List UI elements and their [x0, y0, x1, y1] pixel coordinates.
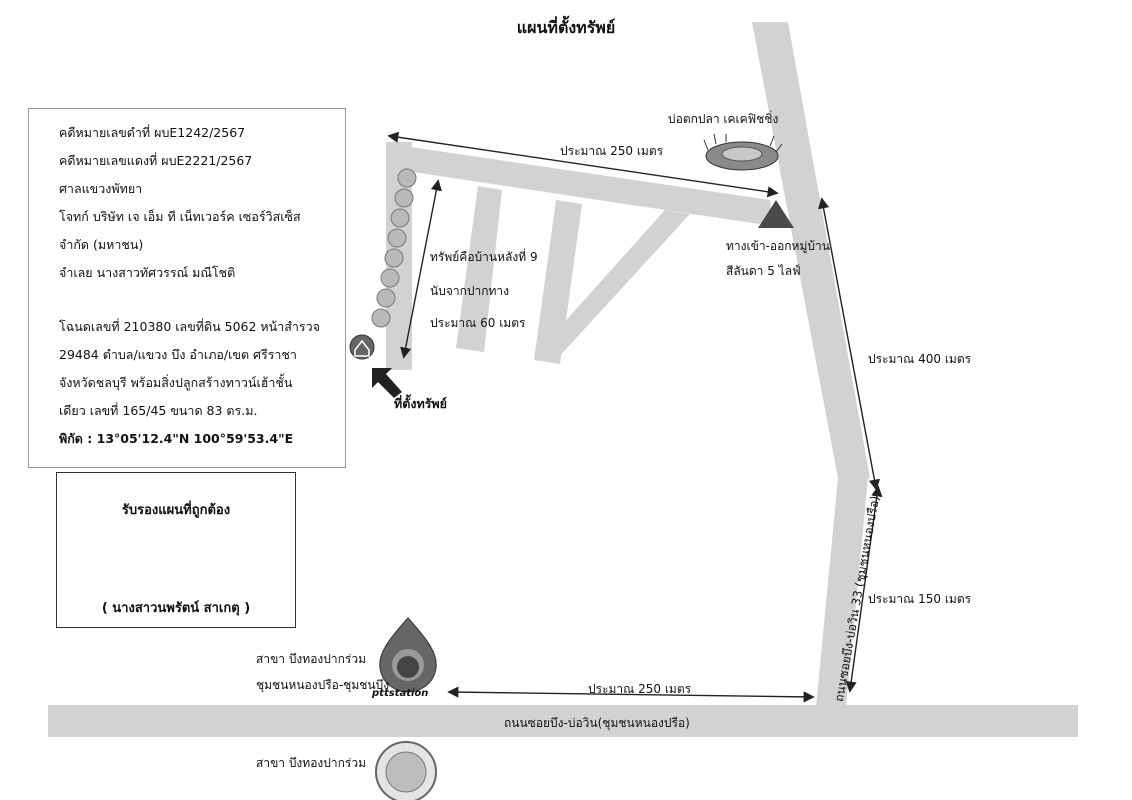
- distance-label-top: ประมาณ 250 เมตร: [560, 144, 664, 158]
- distance-label-400: ประมาณ 400 เมตร: [868, 352, 972, 366]
- property-desc-line1: ทรัพย์คือบ้านหลังที่ 9: [430, 250, 538, 264]
- main-road-label: ถนนซอยบึง-บ่อวิน(ชุมชนหนองปรือ): [504, 716, 690, 730]
- map-title: แผนที่ตั้งทรัพย์: [516, 18, 616, 37]
- distance-arrow-bottom: [447, 686, 815, 703]
- house-icon: [349, 334, 375, 360]
- village-road-mid2: [534, 200, 582, 364]
- main-road: [48, 705, 1078, 737]
- certification-box: รับรองแผนที่ถูกต้อง ( นางสาวนพรัตน์ สาเก…: [56, 472, 296, 628]
- ptt-logo-icon: [379, 617, 437, 693]
- distance-arrow-400: [818, 197, 880, 491]
- location-arrow-icon: [372, 368, 402, 398]
- village-entrance-line2: สีลันดา 5 ไลฟ์: [726, 264, 801, 278]
- info-line: คดีหมายเลขดำที่ ผบE1242/2567: [59, 125, 246, 140]
- fishing-pond-icon: [703, 133, 783, 171]
- deed-line: เดียว เลขที่ 165/45 ขนาด 83 ตร.ม.: [59, 403, 258, 418]
- ptt-branch-line1: สาขา บึงทองปากร่วม: [256, 652, 366, 666]
- distance-label-bottom: ประมาณ 250 เมตร: [588, 682, 692, 696]
- fishing-pond-label: บ่อตกปลา เคเคฟิชชิ่ง: [668, 112, 779, 126]
- certification-title: รับรองแผนที่ถูกต้อง: [121, 503, 231, 518]
- distance-arrow-property: [400, 179, 442, 359]
- village-entrance-line1: ทางเข้า-ออกหมู่บ้าน: [726, 239, 830, 253]
- coordinates: พิกัด : 13°05'12.4"N 100°59'53.4"E: [59, 431, 294, 446]
- certifier-name: ( นางสาวนพรัตน์ สาเกตุ ): [101, 601, 251, 616]
- bottom-branch-label: สาขา บึงทองปากร่วม: [256, 756, 366, 770]
- distance-label-150: ประมาณ 150 เมตร: [868, 592, 972, 606]
- deed-line: 29484 ตำบล/แขวง บึง อำเภอ/เขต ศรีราชา: [59, 347, 297, 362]
- info-line: จำกัด (มหาชน): [59, 237, 144, 252]
- triangle-marker-icon: [758, 200, 794, 228]
- info-line: จำเลย นางสาวทัศวรรณ์ มณีโชติ: [59, 265, 236, 280]
- ptt-branch-line2: ชุมชนหนองปรือ-ชุมชนบึง: [256, 678, 390, 692]
- info-line: โจทก์ บริษัท เจ เอ็ม ที เน็ทเวอร์ค เซอร์…: [59, 209, 301, 224]
- deed-line: จังหวัดชลบุรี พร้อมสิ่งปลูกสร้างทาวน์เฮ้…: [59, 375, 293, 390]
- village-road-mid1: [456, 186, 502, 352]
- deed-line: โฉนดเลขที่ 210380 เลขที่ดิน 5062 หน้าสำร…: [59, 319, 320, 334]
- property-desc-line3: ประมาณ 60 เมตร: [430, 316, 526, 330]
- info-line: ศาลแขวงพัทยา: [59, 181, 143, 196]
- village-road-diag: [534, 210, 690, 360]
- case-info-box: คดีหมายเลขดำที่ ผบE1242/2567 คดีหมายเลขแ…: [28, 108, 346, 468]
- distance-arrow-150: [845, 485, 883, 693]
- info-line: คดีหมายเลขแดงที่ ผบE2221/2567: [59, 153, 253, 168]
- distance-arrow-top: [387, 131, 779, 198]
- property-location-label: ที่ตั้งทรัพย์: [394, 396, 447, 411]
- property-desc-line2: นับจากปากทาง: [430, 284, 509, 298]
- seal-icon: [375, 741, 437, 800]
- ptt-logo-text: pttstation: [372, 688, 429, 699]
